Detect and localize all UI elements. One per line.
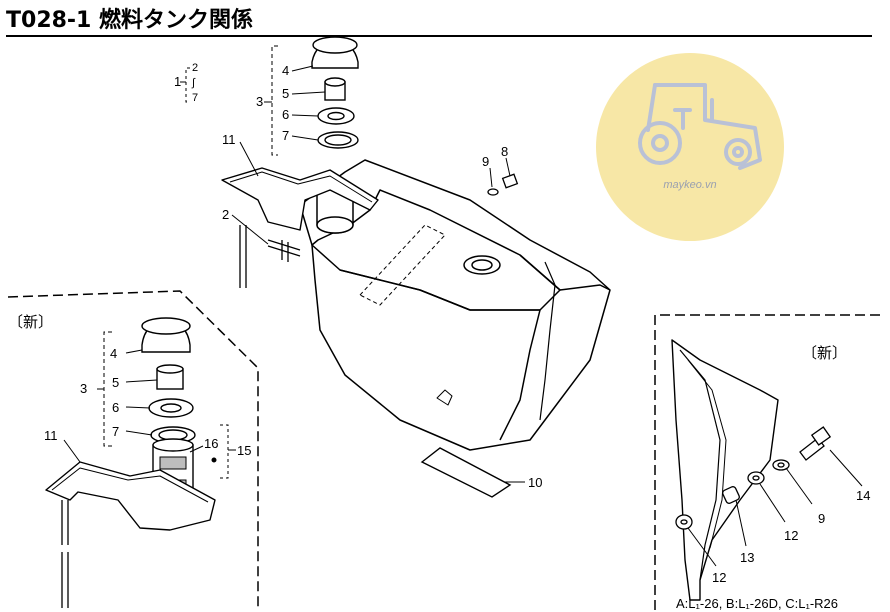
callout-2b: 2 (222, 207, 229, 222)
left-callout-3: 3 (80, 381, 87, 396)
callout-9: 9 (482, 154, 489, 169)
tractor-icon (638, 83, 762, 170)
left-inset (7, 290, 259, 610)
left-new-tag: 〔新〕 (8, 313, 53, 331)
watermark-circle (596, 53, 784, 241)
bolt-14-washers-9-12-spacer-13 (675, 426, 832, 530)
right-callout-9: 9 (818, 511, 825, 526)
bracket-11-new (45, 461, 216, 531)
cap-assembly-new (141, 317, 196, 506)
callout-7b: 7 (282, 128, 289, 143)
callout-4: 4 (282, 63, 289, 78)
watermark-text: maykeo.vn (663, 179, 716, 191)
right-callout-13: 13 (740, 550, 754, 565)
leader-lines-left (63, 331, 236, 479)
left-callout-5: 5 (112, 375, 119, 390)
callout-1: 1 (174, 74, 181, 89)
watermark: maykeo.vn (596, 53, 784, 241)
cap-assembly-top (311, 36, 359, 149)
fuel-tank (299, 159, 611, 451)
left-callout-6: 6 (112, 400, 119, 415)
callout-8: 8 (501, 144, 508, 159)
right-new-tag: 〔新〕 (802, 344, 847, 362)
left-inset-border (7, 290, 259, 610)
left-callout-7: 7 (112, 424, 119, 439)
bracket-11 (221, 167, 379, 231)
right-callout-12a: 12 (784, 528, 798, 543)
left-callout-11: 11 (44, 428, 58, 443)
bolt-8-washer-9 (487, 173, 519, 196)
model-footnote: A:L₁-26, B:L₁-26D, C:L₁-R26 (676, 596, 838, 611)
left-callout-15: 15 (237, 443, 251, 458)
leader-lines-main (180, 45, 525, 483)
callout-7: 7 (192, 92, 198, 104)
right-inset (654, 314, 885, 610)
tank-corner-detail (671, 339, 779, 601)
right-callout-14: 14 (856, 488, 870, 503)
callout-2-7-range: ∫ (191, 77, 196, 89)
left-callout-4: 4 (110, 346, 117, 361)
callout-11: 11 (222, 132, 236, 147)
page-title: T028-1 燃料タンク関係 (6, 8, 254, 33)
title-rule (6, 35, 872, 37)
right-callout-12b: 12 (712, 570, 726, 585)
callout-3: 3 (256, 94, 263, 109)
callout-5: 5 (282, 86, 289, 101)
callout-2: 2 (192, 62, 198, 74)
leader-lines-right (687, 449, 863, 567)
callout-6: 6 (282, 107, 289, 122)
pipe-new (61, 500, 69, 608)
plate-10 (420, 447, 512, 498)
callout-labels: 1 2 ∫ 7 3 4 5 6 7 8 9 11 2 10 〔新〕 4 5 6 … (8, 62, 870, 585)
left-callout-16: 16 (204, 436, 218, 451)
pipe-2 (239, 225, 301, 288)
callout-10: 10 (528, 475, 542, 490)
right-inset-border (654, 314, 885, 610)
